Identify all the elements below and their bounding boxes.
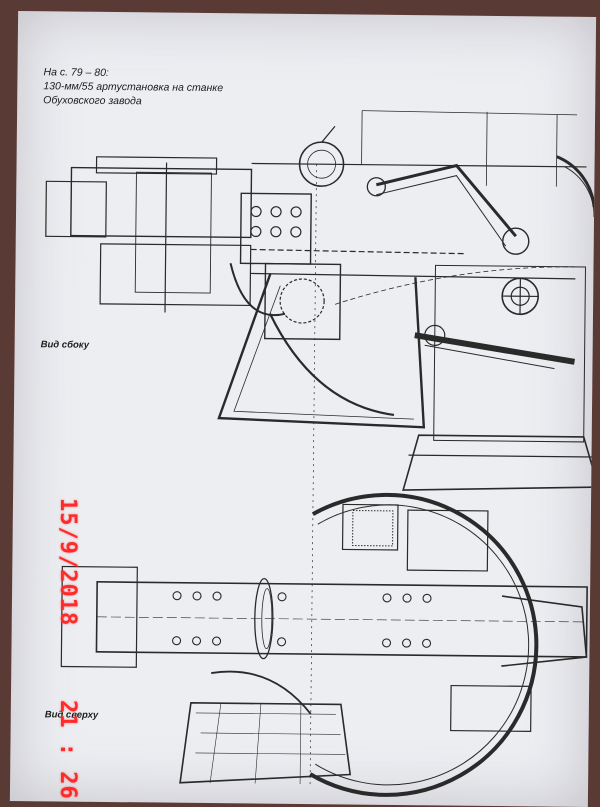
caption-subtitle: Обуховского завода: [43, 94, 273, 111]
side-view-label: Вид сбоку: [41, 339, 89, 351]
technical-drawing: [10, 11, 596, 807]
timestamp-time: 21 : 26: [55, 700, 80, 800]
book-page: На с. 79 – 80: 130-мм/55 артустановка на…: [10, 11, 596, 807]
side-view-drawing: [40, 107, 596, 787]
top-view-drawing: [60, 491, 588, 796]
figure-caption: На с. 79 – 80: 130-мм/55 артустановка на…: [43, 65, 273, 110]
timestamp-date: 15/9/2018: [55, 498, 80, 626]
